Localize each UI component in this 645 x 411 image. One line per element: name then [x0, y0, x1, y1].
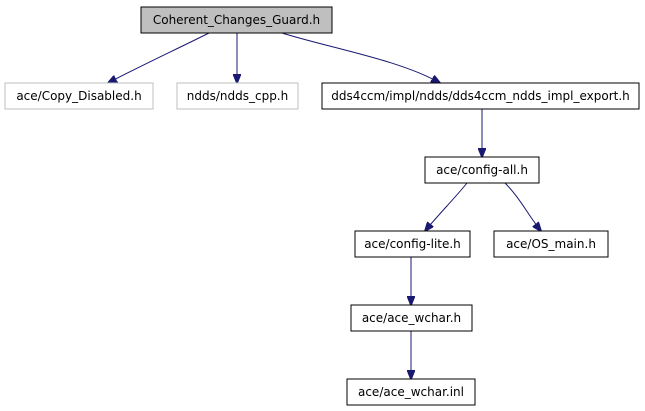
node-coherent-changes-guard-h[interactable]: Coherent_Changes_Guard.h — [140, 6, 333, 34]
node-label: ndds/ndds_cpp.h — [187, 89, 288, 103]
node-label: ace/config-all.h — [436, 163, 528, 177]
node-ace-config-all-h[interactable]: ace/config-all.h — [424, 156, 540, 184]
node-ndds-ndds-cpp-h[interactable]: ndds/ndds_cpp.h — [176, 82, 299, 110]
nodes-layer: Coherent_Changes_Guard.h ace/Copy_Disabl… — [4, 6, 640, 406]
edge-root-to-copy-disabled — [108, 32, 210, 83]
node-label: Coherent_Changes_Guard.h — [153, 13, 320, 27]
node-label: ace/OS_main.h — [506, 237, 596, 251]
node-ace-ace-wchar-h[interactable]: ace/ace_wchar.h — [350, 304, 473, 332]
node-label: ace/ace_wchar.inl — [358, 385, 464, 399]
edges-layer — [108, 32, 541, 379]
node-label: dds4ccm/impl/ndds/dds4ccm_ndds_impl_expo… — [331, 89, 630, 103]
edge-config-all-to-os-main — [504, 182, 541, 231]
node-label: ace/config-lite.h — [364, 237, 461, 251]
node-ace-copy-disabled-h[interactable]: ace/Copy_Disabled.h — [4, 82, 154, 110]
edge-root-to-export — [281, 32, 440, 83]
node-label: ace/Copy_Disabled.h — [16, 89, 141, 103]
node-dds4ccm-ndds-impl-export-h[interactable]: dds4ccm/impl/ndds/dds4ccm_ndds_impl_expo… — [321, 82, 640, 110]
node-ace-os-main-h[interactable]: ace/OS_main.h — [493, 230, 609, 258]
node-ace-config-lite-h[interactable]: ace/config-lite.h — [354, 230, 471, 258]
edge-config-all-to-config-lite — [425, 182, 468, 231]
node-ace-ace-wchar-inl[interactable]: ace/ace_wchar.inl — [346, 378, 476, 406]
node-label: ace/ace_wchar.h — [362, 311, 461, 325]
